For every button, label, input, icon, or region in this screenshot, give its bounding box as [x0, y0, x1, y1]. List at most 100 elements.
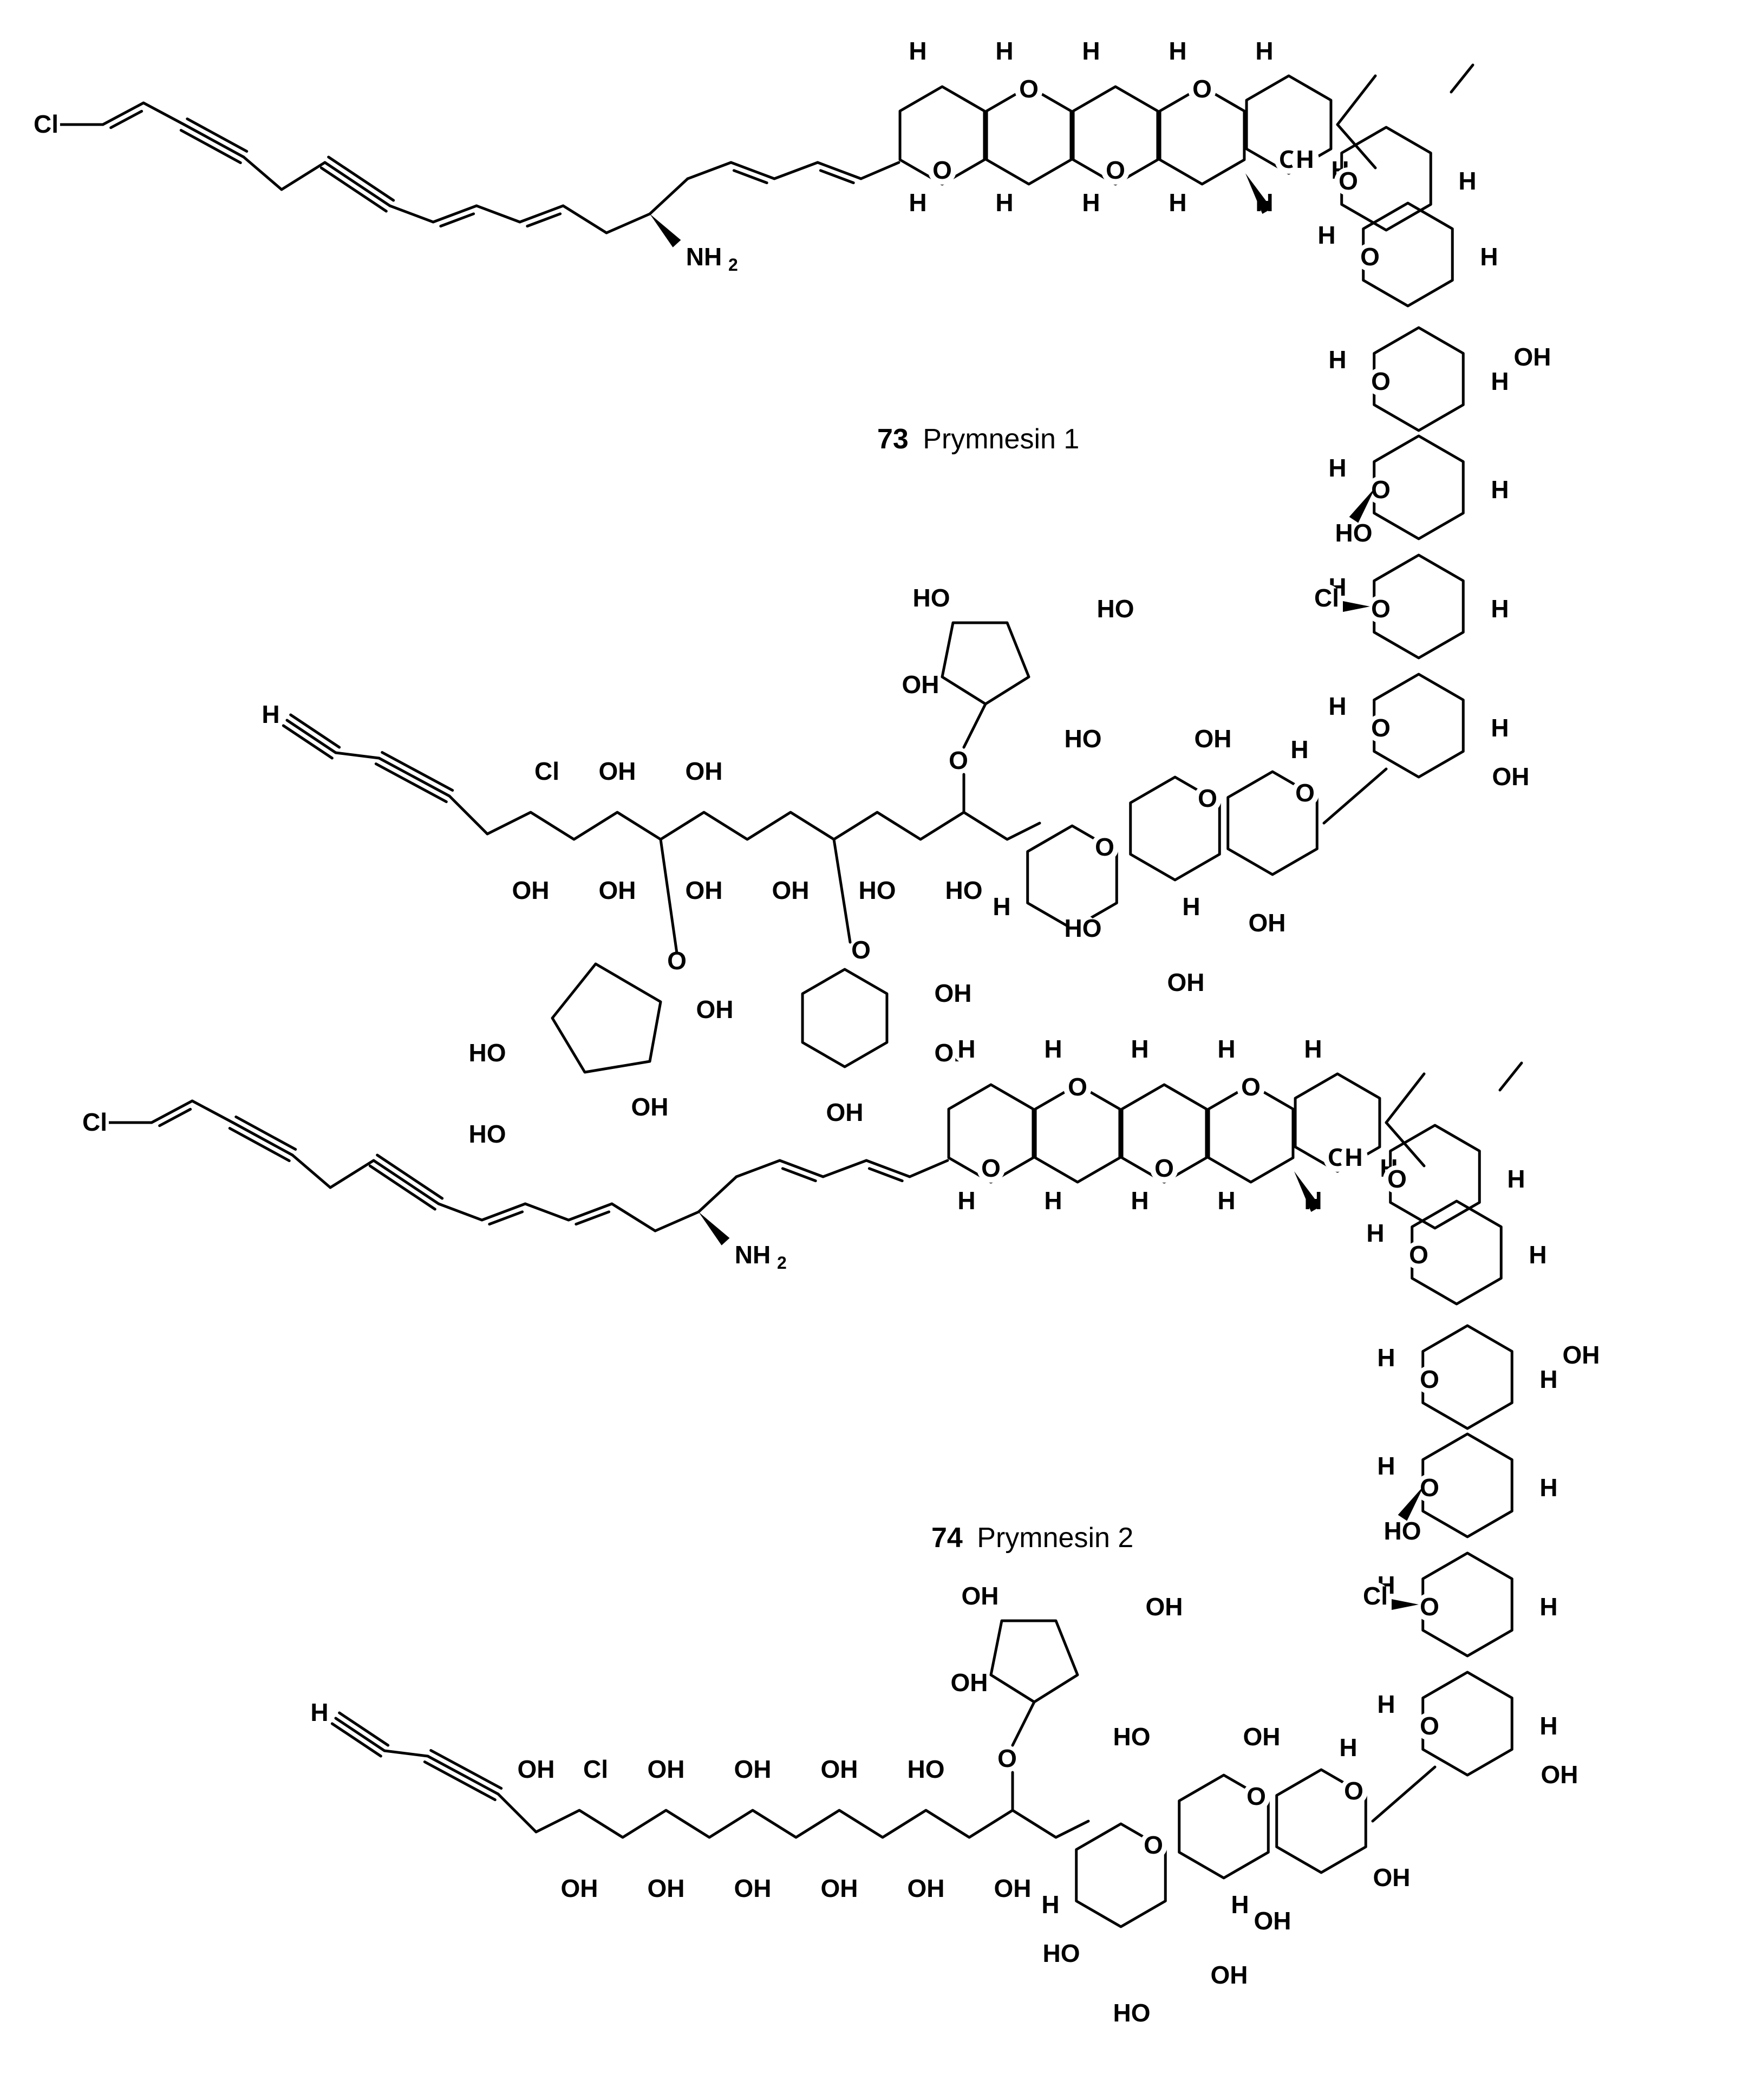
- label-mask: [1567, 1341, 1595, 1369]
- amine-nitrogen: NH: [735, 1241, 771, 1269]
- wedge-bond: [650, 214, 681, 247]
- label-mask: [533, 758, 561, 786]
- wedge-bond: [699, 1212, 730, 1245]
- triple-bond: [182, 123, 245, 159]
- label-mask: [1215, 1961, 1243, 1990]
- chloro-atom: Cl: [82, 1108, 107, 1136]
- label-mask: [1237, 1073, 1265, 1101]
- ring-hydrogen: H: [1217, 1186, 1235, 1215]
- ring-hydrogen: H: [1377, 1344, 1395, 1372]
- label-mask: [990, 189, 1019, 217]
- wedge-bond: [1392, 1599, 1419, 1610]
- label-mask: [1323, 693, 1352, 721]
- label-mask: [1524, 1241, 1552, 1269]
- bond: [437, 1202, 484, 1222]
- ring-hydrogen: H: [1491, 475, 1509, 504]
- label-mask: [636, 1093, 664, 1121]
- label-mask: [1101, 595, 1130, 623]
- ring-hydrogen: H: [1339, 1733, 1357, 1762]
- ring-oxygen: O: [1344, 1777, 1363, 1805]
- label-mask: [993, 1745, 1021, 1773]
- ring-oxygen: O: [1420, 1712, 1439, 1740]
- label-mask: [1361, 1582, 1389, 1610]
- triple-bond-line: [319, 166, 388, 213]
- ring-hydrogen: H: [1131, 1186, 1148, 1215]
- triple-bond-line: [234, 1115, 297, 1151]
- double-bond: [778, 1159, 825, 1178]
- label-mask: [32, 110, 60, 139]
- bond: [142, 101, 186, 126]
- double-bond-inner: [781, 1167, 817, 1183]
- label-mask: [977, 1155, 1005, 1183]
- double-bond: [101, 101, 145, 126]
- triple-bond-line: [327, 155, 395, 202]
- ring-hydrogen: H: [1377, 1452, 1395, 1480]
- ring-oxygen: O: [1371, 475, 1391, 504]
- label-mask: [663, 947, 691, 975]
- bond: [334, 751, 381, 760]
- ring-hydrogen: H: [1290, 735, 1308, 764]
- label-mask: [1164, 189, 1192, 217]
- compound-73-number: 73: [877, 423, 909, 455]
- ring-oxygen: O: [1095, 833, 1114, 861]
- label-mask: [1486, 368, 1514, 396]
- methyl-bond: [1498, 1061, 1523, 1092]
- label-mask: [1250, 37, 1278, 66]
- label-mask: [1367, 368, 1395, 396]
- hydroxyl-group: HO: [469, 1120, 506, 1148]
- hydroxyl-group: HO: [1065, 725, 1102, 753]
- hydroxyl-group: OH: [631, 1093, 669, 1121]
- triple-bond: [426, 1755, 500, 1796]
- column-ring-3: [1421, 1324, 1513, 1430]
- ring-hydrogen: H: [1491, 714, 1509, 742]
- double-bond-inner: [819, 169, 855, 185]
- hydroxyl-group: OH: [512, 876, 550, 904]
- label-mask: [1285, 736, 1314, 764]
- ring-hydrogen: H: [1480, 243, 1498, 271]
- hydroxyl-group: OH: [1195, 725, 1232, 753]
- double-bond-inner: [439, 212, 475, 228]
- label-mask: [1172, 969, 1200, 997]
- label-mask: [1248, 1723, 1276, 1751]
- label-mask: [1518, 343, 1546, 371]
- label-mask: [1453, 167, 1482, 195]
- polyol-backbone: [534, 1809, 1090, 1839]
- label-mask: [739, 1756, 767, 1784]
- bond: [448, 794, 489, 836]
- label-mask: [904, 37, 932, 66]
- column-ring-4: [1373, 434, 1465, 540]
- triple-bond: [372, 1159, 440, 1205]
- wedge-bond: [1343, 601, 1370, 612]
- label-mask: [1063, 1073, 1092, 1101]
- label-mask: [1356, 243, 1384, 271]
- hydroxyl-group: OH: [648, 1874, 685, 1902]
- ring-oxygen: O: [1339, 167, 1358, 195]
- label-mask: [1323, 454, 1352, 482]
- label-mask: [904, 189, 932, 217]
- hydroxyl-group: HO: [859, 876, 896, 904]
- bond: [697, 1175, 738, 1214]
- label-mask: [1340, 1777, 1368, 1805]
- bond: [654, 1210, 700, 1232]
- ring-oxygen: O: [1106, 156, 1125, 184]
- double-bond: [729, 161, 776, 180]
- label-mask: [1101, 156, 1130, 185]
- bond: [291, 1153, 332, 1189]
- hydroxyl-group: OH: [1541, 1760, 1578, 1789]
- label-mask: [582, 1756, 610, 1784]
- bond: [1385, 1121, 1426, 1168]
- ring-hydrogen: H: [1082, 37, 1100, 65]
- bond: [242, 155, 283, 191]
- hydroxyl-group: OH: [1243, 1723, 1281, 1751]
- hydroxyl-group: HO: [908, 1755, 945, 1783]
- label-mask: [652, 1875, 680, 1903]
- label-mask: [1334, 1734, 1362, 1762]
- triple-bond-line: [423, 1760, 497, 1802]
- ring-hydrogen: H: [1169, 188, 1186, 217]
- label-mask: [1475, 243, 1503, 271]
- label-mask: [1388, 1517, 1417, 1545]
- hydroxyl-group: HO: [1113, 1999, 1151, 2027]
- double-bond: [816, 161, 863, 180]
- label-mask: [1258, 1907, 1287, 1935]
- ring-hydrogen: H: [1231, 1890, 1249, 1919]
